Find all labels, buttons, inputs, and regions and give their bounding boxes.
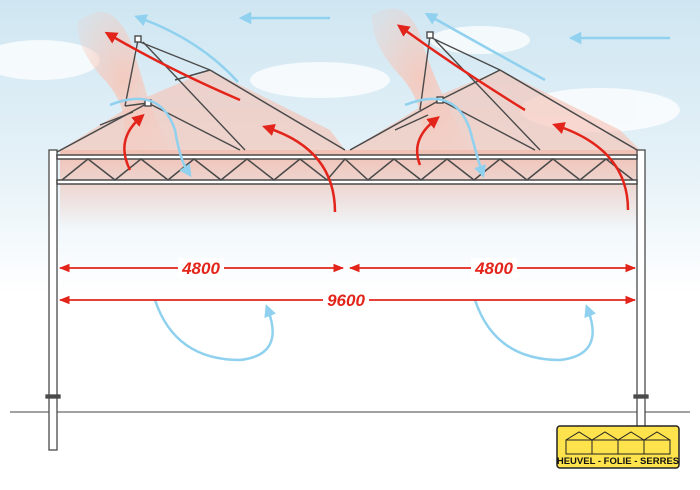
heuvel-logo: HEUVEL - FOLIE - SERRES [556,425,680,469]
warm-air-arrow-right-rise [552,122,630,211]
roof-truss [56,154,638,185]
cool-air-arrow-left-down [109,97,192,178]
dimension-label-left: 4800 [181,259,220,278]
dimension-label-left-bg [178,258,224,278]
warm-air-arrow-right-vent [396,24,526,112]
warm-air-arrow-right-inner [415,116,440,166]
roof-left [56,69,346,153]
cool-air-arrow-right-down [404,97,486,178]
roof-right [349,69,638,151]
warm-air-arrow-left-inner [123,113,145,171]
dimension-label-total: 9600 [327,291,365,310]
logo-text: HEUVEL - FOLIE - SERRES [557,456,679,467]
vent-mechanism-left [99,35,246,151]
dimension-label-right: 4800 [474,259,513,278]
warm-air-plume-right [371,8,470,151]
dimension-label-total-bg [323,290,369,310]
cool-air-arrow-right-vent [424,12,546,82]
warm-air-arrow-left-vent [104,31,241,102]
dimension-label-right-bg [471,258,517,278]
warm-air-band [60,150,640,230]
cool-air-circulation-left [153,299,277,362]
warm-air-plume-left [77,11,170,150]
greenhouse-icon [565,431,671,455]
cool-air-circulation-right [473,299,597,362]
cool-air-arrows [109,11,670,362]
clouds [0,26,680,132]
warm-air-arrows [104,24,630,213]
warm-air-arrow-left-rise [262,124,337,213]
cool-air-arrow-left-vent [134,14,239,83]
